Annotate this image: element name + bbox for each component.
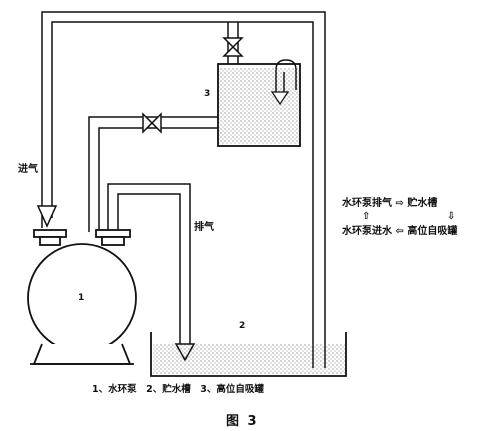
- pump-number: 1: [78, 293, 85, 303]
- exhaust-pipe: [107, 183, 191, 346]
- intake-arrow-icon: [36, 205, 58, 228]
- water-ring-pump: [27, 229, 137, 365]
- top-valve-icon: [222, 37, 244, 57]
- tank-number: 2: [239, 321, 246, 331]
- vessel-fill: [218, 68, 300, 144]
- vessel-to-pump-pipe: [88, 116, 218, 232]
- exhaust-label: 排气: [194, 222, 214, 233]
- figure-caption: 图 3: [226, 414, 259, 429]
- flow-line2-left: 水环泵进水: [342, 226, 392, 237]
- legend-caption: 1、水环泵 2、贮水槽 3、高位自吸罐: [92, 384, 264, 395]
- intake-pipe: [41, 11, 326, 368]
- flow-line1-right: 贮水槽: [407, 198, 438, 209]
- flow-line1-left: 水环泵排气: [342, 198, 392, 209]
- valve-icon: [142, 112, 162, 134]
- right-arrow-icon: ⇨: [395, 198, 404, 209]
- high-level-vessel: [217, 63, 301, 147]
- flow-summary: 水环泵排气 ⇨ 贮水槽 ⇧ ⇩ 水环泵进水 ⇦ 高位自吸罐: [342, 198, 492, 238]
- vessel-number: 3: [204, 89, 211, 99]
- intake-label: 进气: [18, 164, 38, 175]
- vessel-arrow-icon: [270, 91, 290, 106]
- left-arrow-icon: ⇦: [395, 226, 404, 237]
- tank-fill: [153, 344, 345, 374]
- down-arrow-icon: ⇩: [447, 211, 456, 222]
- storage-tank: [150, 332, 347, 377]
- up-arrow-icon: ⇧: [362, 211, 371, 222]
- flow-line2-right: 高位自吸罐: [407, 226, 458, 237]
